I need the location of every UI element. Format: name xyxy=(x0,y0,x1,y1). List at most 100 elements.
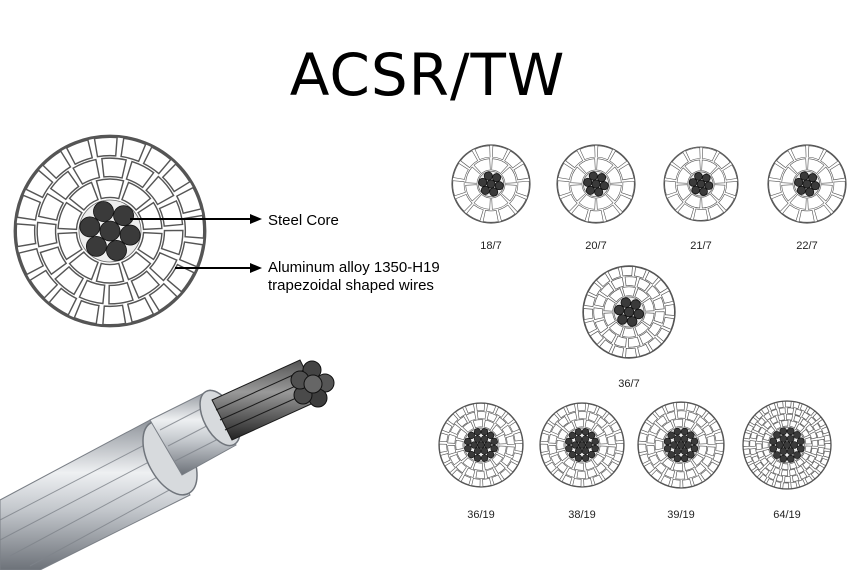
aluminum-trapezoidal-wire xyxy=(638,443,647,454)
aluminum-trapezoidal-wire xyxy=(472,461,484,471)
aluminum-trapezoidal-wire xyxy=(49,170,80,201)
aluminum-trapezoidal-wire xyxy=(664,468,676,479)
steel-wire xyxy=(794,177,804,187)
aluminum-trapezoidal-wire xyxy=(444,461,456,474)
aluminum-wires-label-line1: Aluminum alloy 1350-H19 xyxy=(268,259,440,276)
aluminum-trapezoidal-wire xyxy=(767,471,777,481)
aluminum-trapezoidal-wire xyxy=(586,468,598,479)
aluminum-trapezoidal-wire xyxy=(120,137,147,163)
aluminum-trapezoidal-wire xyxy=(561,474,573,486)
large-cross-section xyxy=(13,134,207,328)
aluminum-trapezoidal-wire xyxy=(654,406,666,418)
steel-wire xyxy=(574,428,583,436)
aluminum-trapezoidal-wire xyxy=(655,449,667,462)
aluminum-trapezoidal-wire xyxy=(578,158,596,175)
steel-wire xyxy=(663,437,672,446)
aluminum-trapezoidal-wire xyxy=(812,412,822,422)
variant-cross-section-38-19 xyxy=(539,402,625,488)
aluminum-trapezoidal-wire xyxy=(791,474,800,483)
aluminum-trapezoidal-wire xyxy=(664,164,680,181)
aluminum-trapezoidal-wire xyxy=(700,469,712,481)
steel-wire xyxy=(594,187,604,197)
steel-wire xyxy=(633,308,644,320)
aluminum-trapezoidal-wire xyxy=(817,438,825,446)
steel-wire xyxy=(464,437,472,446)
aluminum-trapezoidal-wire xyxy=(471,478,481,487)
aluminum-trapezoidal-wire xyxy=(502,413,515,425)
aluminum-trapezoidal-wire xyxy=(598,445,608,457)
aluminum-trapezoidal-wire xyxy=(57,201,83,231)
aluminum-trapezoidal-wire xyxy=(557,428,569,441)
steel-strand-ends xyxy=(290,360,335,408)
aluminum-trapezoidal-wire xyxy=(455,194,473,212)
aluminum-trapezoidal-wire xyxy=(660,475,672,487)
steel-wire xyxy=(793,451,801,459)
steel-wire xyxy=(810,181,820,191)
aluminum-trapezoidal-wire xyxy=(811,439,819,447)
aluminum-trapezoidal-wire xyxy=(439,432,449,443)
variant-cross-section-39-19 xyxy=(637,401,725,489)
steel-wire xyxy=(684,441,692,449)
variant-label: 64/19 xyxy=(773,509,801,521)
aluminum-trapezoidal-wire xyxy=(684,193,701,209)
aluminum-trapezoidal-wire xyxy=(607,267,621,281)
variant-label: 39/19 xyxy=(667,509,695,521)
aluminum-trapezoidal-wire xyxy=(449,454,461,466)
aluminum-trapezoidal-wire xyxy=(473,193,491,210)
aluminum-trapezoidal-wire xyxy=(653,311,665,324)
steel-wire xyxy=(467,450,476,459)
aluminum-trapezoidal-wire xyxy=(142,146,172,175)
aluminum-trapezoidal-wire xyxy=(785,401,792,408)
aluminum-trapezoidal-wire xyxy=(509,194,527,213)
aluminum-trapezoidal-wire xyxy=(486,403,497,414)
steel-wire xyxy=(769,437,778,446)
aluminum-trapezoidal-wire xyxy=(671,478,681,488)
variant-cross-section-64-19 xyxy=(742,400,832,490)
steel-wire xyxy=(578,441,586,449)
aluminum-trapezoidal-wire xyxy=(542,422,554,434)
aluminum-trapezoidal-wire xyxy=(780,469,788,477)
aluminum-trapezoidal-wire xyxy=(565,467,577,478)
aluminum-trapezoidal-wire xyxy=(611,345,625,358)
aluminum-trapezoidal-wire xyxy=(795,423,805,433)
aluminum-trapezoidal-wire xyxy=(492,145,508,161)
aluminum-trapezoidal-wire xyxy=(685,147,701,162)
steel-wire xyxy=(617,314,628,325)
aluminum-trapezoidal-wire xyxy=(557,180,571,197)
aluminum-trapezoidal-wire xyxy=(608,321,624,336)
aluminum-trapezoidal-wire xyxy=(475,470,486,479)
steel-wire xyxy=(597,173,607,183)
aluminum-trapezoidal-wire xyxy=(622,327,636,338)
aluminum-trapezoidal-wire xyxy=(54,265,85,296)
aluminum-trapezoidal-wire xyxy=(789,193,807,210)
aluminum-trapezoidal-wire xyxy=(441,422,453,434)
aluminum-trapezoidal-wire xyxy=(776,150,795,169)
aluminum-trapezoidal-wire xyxy=(476,403,486,412)
aluminum-trapezoidal-wire xyxy=(646,285,661,300)
aluminum-trapezoidal-wire xyxy=(583,308,594,320)
aluminum-trapezoidal-wire xyxy=(570,184,587,202)
steel-wire xyxy=(473,428,482,436)
aluminum-trapezoidal-wire xyxy=(486,412,498,423)
aluminum-trapezoidal-wire xyxy=(48,287,78,316)
aluminum-trapezoidal-wire xyxy=(662,457,674,470)
steel-wire xyxy=(799,171,809,181)
aluminum-trapezoidal-wire xyxy=(683,419,696,430)
aluminum-trapezoidal-wire xyxy=(706,434,716,445)
aluminum-trapezoidal-wire xyxy=(178,241,204,268)
aluminum-trapezoidal-wire xyxy=(548,445,558,455)
aluminum-trapezoidal-wire xyxy=(707,203,725,220)
aluminum-trapezoidal-wire xyxy=(587,412,599,423)
aluminum-trapezoidal-wire xyxy=(483,459,495,471)
aluminum-trapezoidal-wire xyxy=(768,180,782,197)
aluminum-trapezoidal-wire xyxy=(712,452,723,464)
aluminum-trapezoidal-wire xyxy=(615,442,624,452)
aluminum-trapezoidal-wire xyxy=(714,431,724,442)
aluminum-trapezoidal-wire xyxy=(130,270,161,299)
aluminum-trapezoidal-wire xyxy=(505,435,515,445)
aluminum-trapezoidal-wire xyxy=(499,468,512,480)
aluminum-trapezoidal-wire xyxy=(513,431,523,442)
aluminum-trapezoidal-wire xyxy=(606,446,616,457)
aluminum-trapezoidal-wire xyxy=(693,208,709,221)
variant-cross-sections xyxy=(438,144,847,490)
